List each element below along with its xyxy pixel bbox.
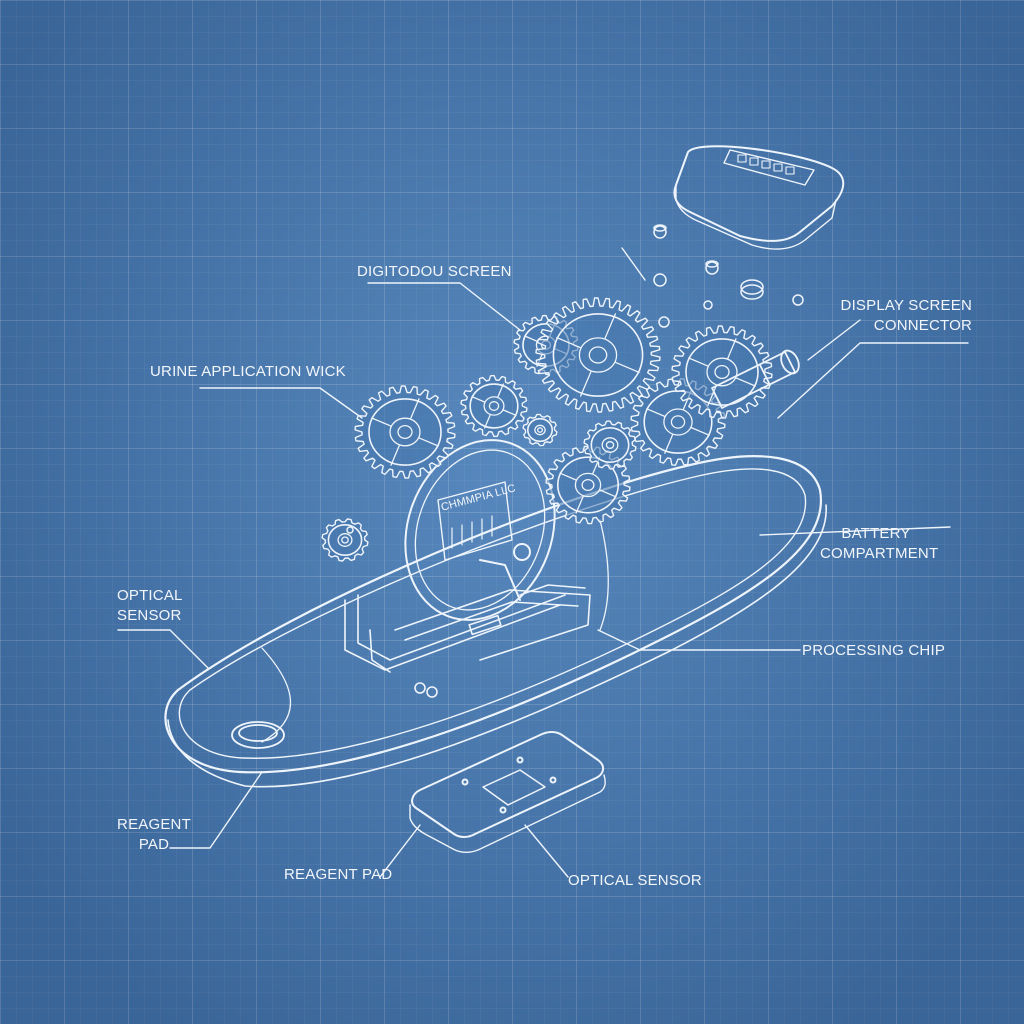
gear-6-ring [556,456,619,514]
gear-2-ring [483,396,505,416]
gear-3-ring [536,427,544,433]
gear-8-spoke [727,338,737,359]
gear-5-spoke [604,313,617,339]
sample-well [231,721,285,749]
gear-7-spoke [664,434,674,454]
gear-5-ring [588,346,608,364]
gear-2-spoke [471,396,486,403]
internal-tracks [344,584,591,698]
gear-1-spoke [410,398,420,419]
gear-10-ring [601,437,619,453]
gear-8-spoke [688,357,709,367]
gear-1 [354,385,456,479]
gear-1-spoke [371,417,392,427]
gear-9-ring [327,523,363,556]
gear-3 [522,413,558,447]
gear-7-ring [670,415,686,429]
leader-lines [117,247,969,878]
gear-7-spoke [690,426,710,436]
reagent-pad-part [409,731,606,853]
gear-10 [583,420,637,470]
gear-1-teeth [354,385,456,479]
gear-3-ring [526,417,553,443]
gear-10-ring [605,441,615,449]
label-battery-compartment: BATTERY COMPARTMENT [820,524,939,564]
gear-9-ring [337,533,353,547]
gear-2-ring [488,401,500,411]
gear-5-spoke [556,336,582,349]
gear-9 [321,518,369,562]
gear-7-ring [663,408,693,436]
gear-2-spoke [484,414,491,429]
gear-3-ring [534,424,546,436]
gear-1-ring [397,424,413,440]
label-reagent-pad-bottom: REAGENT PAD [284,866,393,883]
label-battery-line2: COMPARTMENT [820,545,939,562]
gear-5-ring [578,337,618,373]
gear-8-spoke [707,385,717,406]
label-display-screen-connector: DISPLAY SCREEN CONNECTOR [838,296,972,336]
gear-6-ring [581,478,595,492]
gear-1-ring [389,417,421,447]
label-reagent-left-line2: PAD [138,836,170,853]
gear-8-ring [685,338,759,406]
label-urine-application-wick: URINE APPLICATION WICK [150,363,346,380]
gear-1-ring [368,398,442,466]
device-housing [164,455,827,788]
label-display-connector-line1: DISPLAY SCREEN [840,297,972,314]
display-ring [404,439,556,621]
small-fasteners [346,224,804,534]
gear-6-ring [574,472,602,498]
gear-train [321,297,773,562]
gear-2-spoke [497,383,504,398]
gear-8-spoke [735,377,756,387]
gear-8-ring [706,357,738,387]
gear-5-spoke [579,371,592,397]
gear-5-ring [552,313,644,397]
label-optical-sensor-bottom: OPTICAL SENSOR [568,872,702,889]
gear-1-spoke [418,437,439,447]
label-display-connector-line2: CONNECTOR [873,317,972,334]
label-optical-left-line2: SENSOR [117,607,182,624]
gear-7-spoke [646,408,666,418]
label-optical-sensor-left: OPTICAL SENSOR [117,586,183,626]
label-optical-left-line1: OPTICAL [117,587,183,604]
gear-10-ring [590,426,630,463]
gear-5 [535,297,661,413]
gear-1-spoke [390,445,400,466]
gear-5-teeth [535,297,661,413]
label-digital-screen: DIGITODOU SCREEN [357,263,512,280]
gear-9-ring [341,536,349,544]
gear-6-spoke [598,489,617,498]
gear-8-ring [714,364,730,380]
gear-5-spoke [614,361,640,374]
label-reagent-pad-left: REAGENT PAD [112,815,196,855]
gear-6-spoke [575,495,584,514]
label-reagent-left-line1: REAGENT [117,816,191,833]
gear-6-spoke [559,472,578,481]
gear-2 [460,374,528,438]
gear-4-spoke [524,335,538,342]
label-battery-line1: BATTERY [841,525,911,542]
label-processing-chip: PROCESSING CHIP [802,642,946,659]
connector-shaft [711,349,800,409]
gear-2-ring [469,383,519,429]
gear-2-spoke [502,409,517,416]
display-cover [673,145,845,250]
